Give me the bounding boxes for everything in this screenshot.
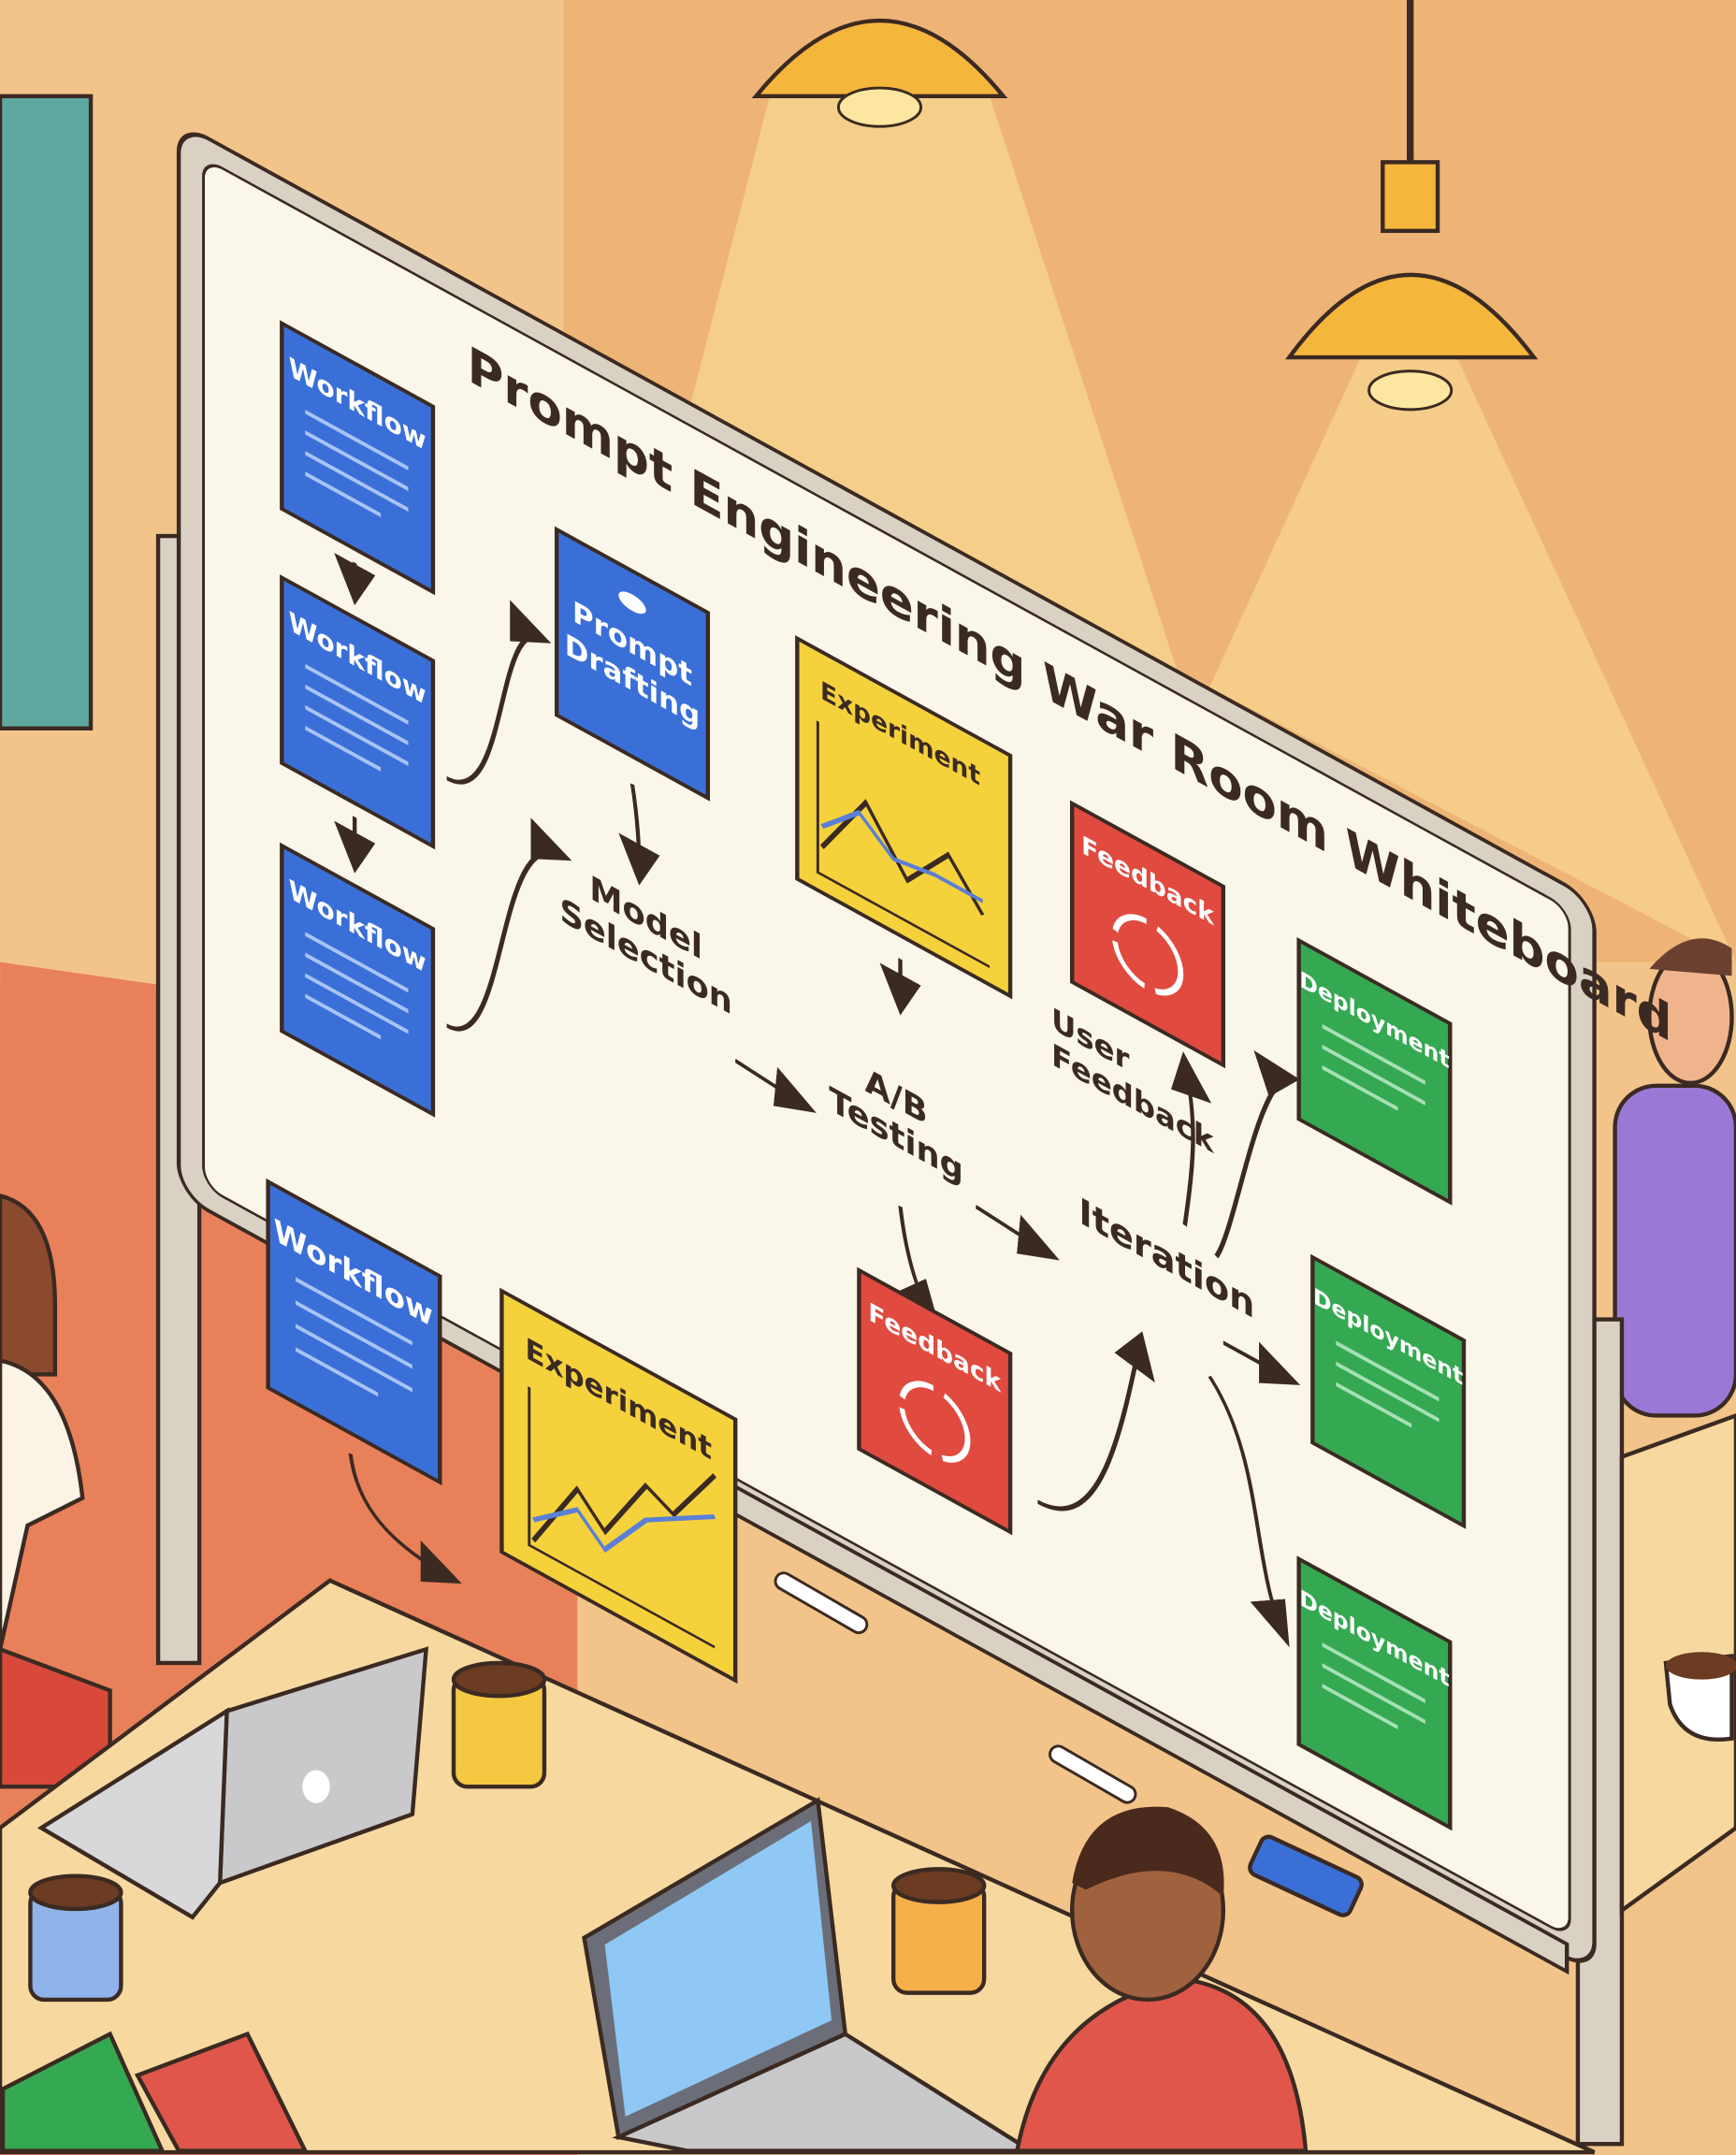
arrow (446, 600, 552, 785)
red-marker[interactable] (1047, 1743, 1138, 1806)
apple-logo-icon (302, 1770, 330, 1803)
card-prompt-drafting[interactable]: Prompt Drafting (554, 526, 711, 802)
arrow (1170, 1051, 1212, 1227)
arrow (1222, 1340, 1301, 1385)
floating-cards: Workflow Experiment (266, 1178, 738, 1685)
card-deployment-2[interactable]: Deployment (1310, 1253, 1467, 1529)
refresh-icon (1111, 914, 1184, 996)
eraser[interactable] (1247, 1834, 1364, 1918)
arrow (446, 817, 572, 1032)
coffee-mug-orange (890, 1867, 987, 1995)
laptop-center[interactable] (582, 1797, 1038, 2153)
coffee-cup-right (1663, 1652, 1736, 1742)
coffee-mug-yellow (451, 1660, 547, 1789)
card-experiment-2[interactable]: Experiment (499, 1287, 738, 1685)
laptop-left[interactable] (36, 1646, 429, 1920)
card-deployment-1[interactable]: Deployment (1296, 937, 1453, 1206)
arrow (1037, 1331, 1155, 1511)
books (0, 2031, 309, 2153)
whiteboard: Prompt Engineering War Room Whiteboard W… (176, 132, 1672, 1975)
refresh-icon (899, 1381, 971, 1463)
person-bottom (1014, 1806, 1309, 2153)
person-right (1613, 938, 1736, 1418)
planet-icon (618, 591, 646, 615)
card-workflow-1[interactable]: Workflow (280, 320, 436, 596)
card-workflow-2[interactable]: Workflow (280, 574, 436, 850)
arrow (734, 1058, 817, 1113)
wall-panel (0, 94, 94, 730)
light-beam (1209, 357, 1736, 962)
arrow (348, 1453, 462, 1584)
green-marker[interactable] (773, 1569, 870, 1635)
coffee-mug-blue (28, 1873, 123, 2003)
arrow (1214, 1050, 1300, 1259)
person-left (0, 1193, 112, 1789)
arrow (1208, 1375, 1290, 1648)
arrow (618, 783, 660, 886)
arrow (976, 1205, 1060, 1261)
line-chart-icon (531, 1473, 716, 1543)
pendant-lamp (1285, 0, 1539, 412)
card-deployment-3[interactable]: Deployment (1296, 1555, 1453, 1831)
pendant-lamp (751, 18, 1008, 128)
